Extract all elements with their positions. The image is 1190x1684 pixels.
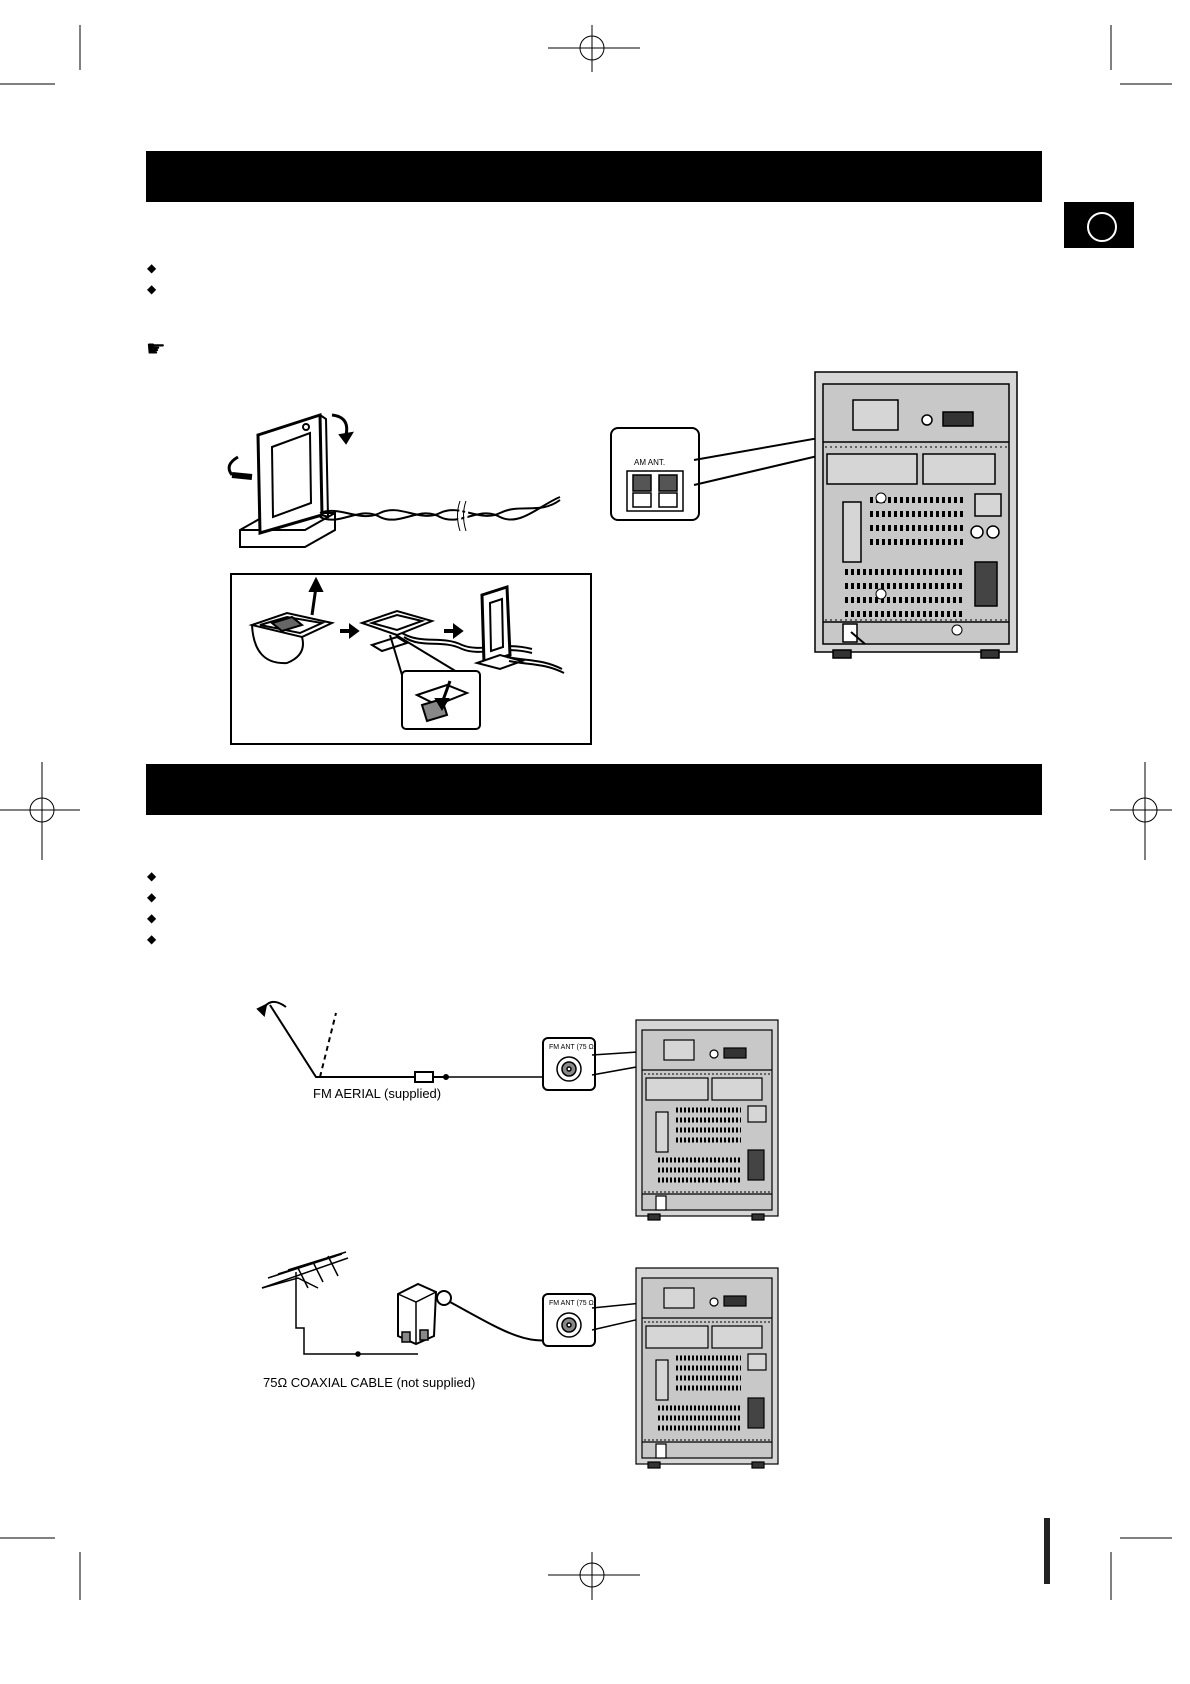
rear-panel-fm-illustration-1 — [635, 1019, 779, 1221]
fm-antenna-connector-callout-1: FM ANT (75 Ω) — [542, 1037, 596, 1091]
am-bullet-1: ◆ — [147, 261, 157, 275]
fm-section-header-bar — [146, 764, 1042, 815]
fm-aerial-label: FM AERIAL (supplied) — [313, 1086, 442, 1101]
rear-panel-fm-illustration-2 — [635, 1267, 779, 1469]
am-antenna-connector-callout: AM ANT. — [610, 427, 700, 521]
fm-aerial-wire-illustration — [256, 1000, 560, 1083]
fm-bullet-2: ◆ — [147, 890, 157, 904]
am-terminal-block-icon — [626, 470, 684, 512]
am-ant-label: AM ANT. — [634, 458, 666, 467]
rear-panel-am-illustration — [814, 371, 1018, 659]
fm-coaxial-jack-icon-2 — [556, 1312, 582, 1338]
page-edge-bar — [1044, 1518, 1050, 1584]
fm-antenna-connector-callout-2: FM ANT (75 Ω) — [542, 1293, 596, 1347]
note-hand-icon: ☛ — [146, 336, 166, 361]
fm-bullet-1: ◆ — [147, 869, 157, 883]
language-circle-icon — [1087, 212, 1117, 242]
language-tab — [1064, 202, 1134, 248]
am-bullet-2: ◆ — [147, 282, 157, 296]
am-section-header-bar — [146, 151, 1042, 202]
am-antenna-assembly-inset — [230, 573, 592, 745]
am-antenna-assembly-steps — [248, 576, 565, 730]
fm-ant-label-2: FM ANT (75 Ω) — [549, 1300, 597, 1307]
fm-coaxial-jack-icon-1 — [556, 1056, 582, 1082]
outdoor-aerial-illustration — [261, 1251, 559, 1357]
fm-bullet-3: ◆ — [147, 911, 157, 925]
coaxial-cable-label: 75Ω COAXIAL CABLE (not supplied) — [263, 1375, 476, 1390]
fm-bullet-4: ◆ — [147, 932, 157, 946]
am-loop-antenna-illustration — [227, 412, 561, 548]
fm-ant-label-1: FM ANT (75 Ω) — [549, 1044, 597, 1051]
